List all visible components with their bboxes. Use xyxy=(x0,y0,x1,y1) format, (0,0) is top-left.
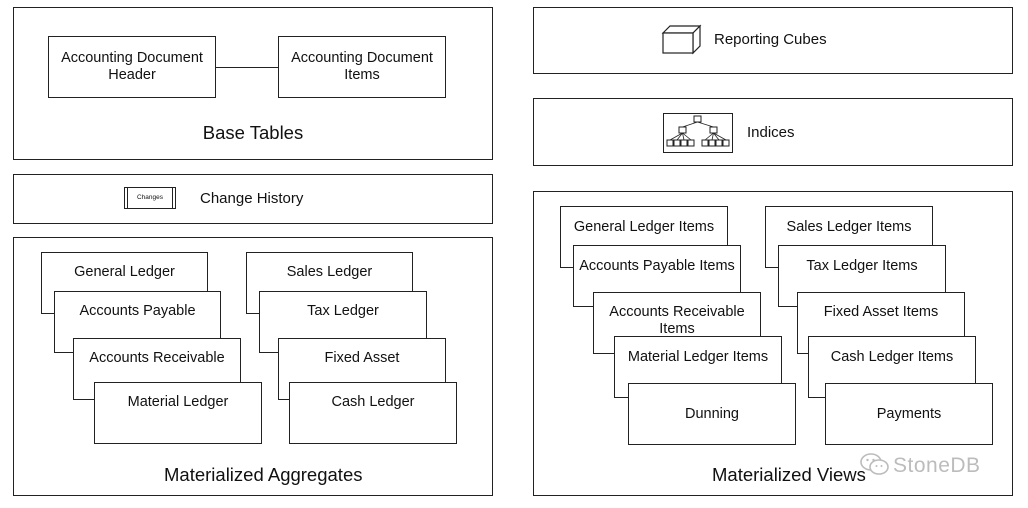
cash-ledger-box: Cash Ledger xyxy=(289,382,457,444)
tree-index-icon xyxy=(663,113,733,153)
materialized-views-title: Materialized Views xyxy=(712,464,866,485)
materialized-aggregates-panel: General Ledger Accounts Payable Accounts… xyxy=(13,237,493,496)
reporting-cubes-panel: Reporting Cubes xyxy=(533,7,1013,74)
accounting-document-header-box: Accounting Document Header xyxy=(48,36,216,98)
materialized-aggregates-title: Materialized Aggregates xyxy=(164,464,363,485)
change-history-panel: Changes Change History xyxy=(13,174,493,224)
change-history-label: Change History xyxy=(200,190,304,207)
material-ledger-box: Material Ledger xyxy=(94,382,262,444)
accounting-document-items-box: Accounting Document Items xyxy=(278,36,446,98)
materialized-views-panel: General Ledger Items Accounts Payable It… xyxy=(533,191,1013,496)
payments-box: Payments xyxy=(825,383,993,445)
indices-panel: Indices xyxy=(533,98,1013,166)
changes-icon-text: Changes xyxy=(136,194,164,201)
wechat-logo-icon xyxy=(860,452,890,478)
stonedb-watermark: StoneDB xyxy=(893,454,981,477)
header-items-connector xyxy=(216,67,278,68)
reporting-cubes-label: Reporting Cubes xyxy=(714,31,827,48)
changes-icon: Changes xyxy=(124,187,176,209)
indices-label: Indices xyxy=(747,124,795,141)
dunning-box: Dunning xyxy=(628,383,796,445)
base-tables-panel: Accounting Document Header Accounting Do… xyxy=(13,7,493,160)
base-tables-title: Base Tables xyxy=(202,122,304,143)
cube-icon xyxy=(661,24,702,55)
